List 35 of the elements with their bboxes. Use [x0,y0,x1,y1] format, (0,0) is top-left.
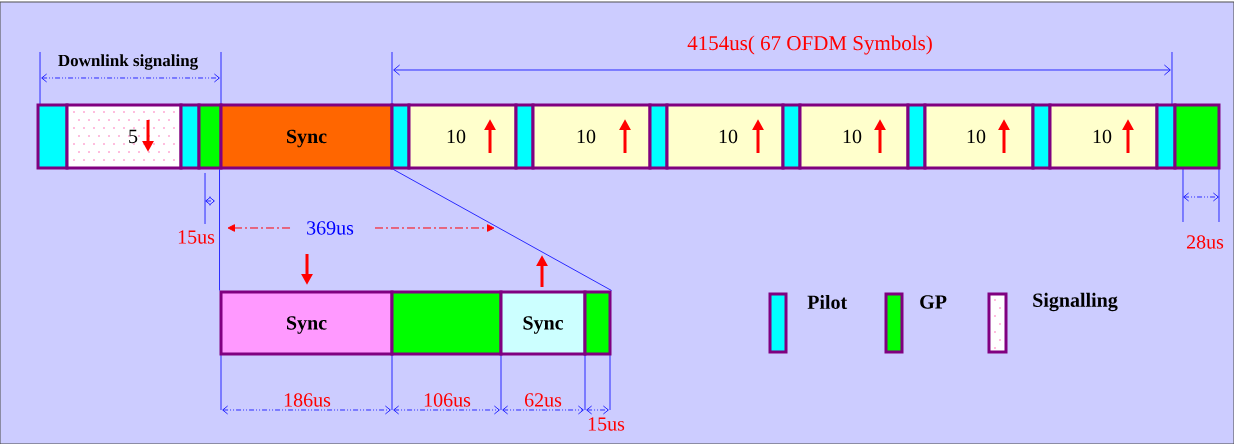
pilot-slot [390,103,411,170]
pilot-slot [36,103,69,170]
dimension-label: 369us [307,221,354,235]
sync-slot: Sync [219,290,394,356]
dimension-label: 15us [588,417,625,431]
guard-slot [390,290,503,356]
dimension-label: 15us [178,230,215,244]
guard-slot [1173,103,1221,170]
zoom-line [393,169,612,291]
signalling-slot: 5 [65,103,183,170]
sync-slot: Sync [219,103,394,170]
pilot-slot [179,103,201,170]
dimension-label: 62us [525,393,562,407]
pilot-slot [514,103,535,170]
uplink-slot: 10 [665,103,785,170]
dimension-label: 4154us( 67 OFDM Symbols) [687,35,932,55]
legend-label: GP [920,295,947,309]
dimension-label: 106us [424,393,471,407]
uplink-slot: 10 [531,103,652,170]
pilot-slot [648,103,669,170]
heading: Downlink signaling [58,54,198,70]
legend-label: Pilot [807,294,848,309]
pilot-slot [781,103,802,170]
legend-label: Signalling [1033,292,1118,312]
sync-slot: Sync [499,290,587,356]
dimension-label: 186us [284,393,331,407]
pilot-slot [906,103,927,170]
guard-slot [197,103,223,170]
uplink-slot: 10 [798,103,910,170]
uplink-slot: 10 [923,103,1035,170]
guard-slot [583,290,612,356]
zoom-line [219,169,220,291]
dimension-label: 28us [1187,235,1224,249]
uplink-slot: 10 [407,103,518,170]
uplink-slot: 10 [1048,103,1159,170]
